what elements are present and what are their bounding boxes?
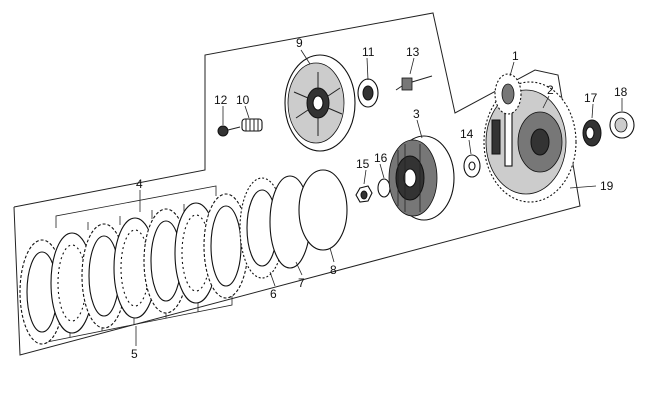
clutch-housing — [483, 81, 577, 203]
bearing — [357, 78, 379, 108]
leader-lines — [222, 49, 623, 287]
clutch-hub — [388, 135, 455, 221]
lifter-rod — [395, 75, 433, 91]
nut — [355, 185, 373, 203]
callout-10: 10 — [236, 93, 250, 107]
washer — [377, 178, 391, 198]
callout-4: 4 — [136, 177, 143, 191]
clutch-plate-stack — [19, 177, 285, 345]
snap-ring — [298, 169, 348, 251]
callout-1: 1 — [512, 49, 519, 63]
callout-15: 15 — [356, 157, 370, 171]
callout-14: 14 — [460, 127, 474, 141]
callout-labels: 1 2 3 4 5 6 7 8 9 10 11 12 13 14 15 16 1… — [131, 36, 628, 361]
thrust-washer — [463, 154, 481, 178]
clutch-spring — [241, 118, 263, 132]
pressure-plate — [284, 54, 356, 152]
callout-12: 12 — [214, 93, 228, 107]
bracket-4 — [55, 185, 217, 230]
callout-11: 11 — [362, 45, 375, 59]
callout-18: 18 — [614, 85, 628, 99]
callout-6: 6 — [270, 287, 277, 301]
assembly-boundary — [13, 12, 581, 356]
primary-gear — [494, 73, 522, 115]
callout-9: 9 — [296, 36, 303, 50]
callout-2: 2 — [547, 83, 554, 97]
callout-17: 17 — [584, 91, 598, 105]
callout-7: 7 — [298, 276, 305, 290]
bolt — [217, 125, 241, 137]
callout-8: 8 — [330, 263, 337, 277]
callout-19: 19 — [600, 179, 614, 193]
callout-13: 13 — [406, 45, 420, 59]
collar — [609, 111, 635, 139]
needle-bearing — [582, 119, 602, 147]
callout-3: 3 — [413, 107, 420, 121]
callout-5: 5 — [131, 347, 138, 361]
callout-16: 16 — [374, 151, 388, 165]
